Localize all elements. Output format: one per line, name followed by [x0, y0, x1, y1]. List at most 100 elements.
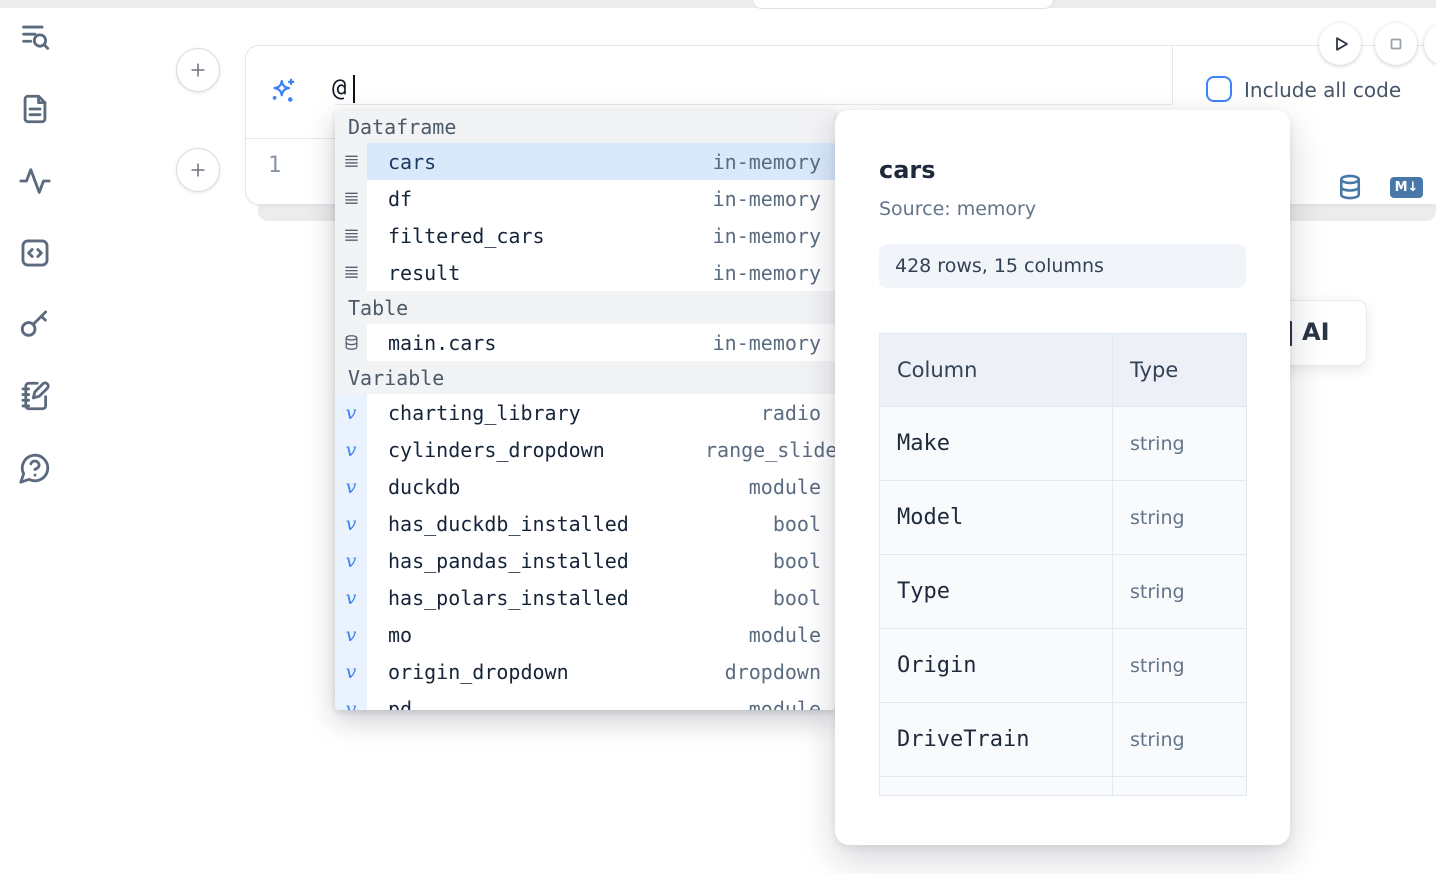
item-type: in-memory: [712, 149, 821, 174]
activity-icon: [19, 168, 51, 194]
variable-icon: v: [335, 616, 367, 653]
column-name: Origin: [880, 629, 1113, 702]
sidebar-item-files[interactable]: [18, 92, 54, 128]
variable-icon: v: [335, 542, 367, 579]
rows-icon: [335, 143, 367, 180]
rows-icon: [335, 254, 367, 291]
sidebar-item-scratchpad[interactable]: [18, 379, 54, 415]
column-type: string: [1130, 728, 1185, 751]
prompt-options-divider: [1172, 46, 1173, 104]
schema-row-drivetrain: DriveTrain string: [880, 703, 1246, 777]
ai-prompt-input[interactable]: @: [332, 74, 347, 102]
item-label: has_duckdb_installed: [388, 511, 629, 536]
autocomplete-item-result[interactable]: result in-memory: [335, 254, 835, 291]
item-label: df: [388, 186, 413, 211]
column-type: string: [1130, 654, 1185, 677]
plus-icon: [191, 63, 205, 77]
schema-table: Column Type Make string Model string Typ…: [879, 333, 1247, 796]
schema-row-model: Model string: [880, 481, 1246, 555]
variable-icon: v: [335, 653, 367, 690]
item-type: in-memory: [712, 223, 821, 248]
item-type: in-memory: [712, 330, 821, 355]
column-type: string: [1130, 580, 1185, 603]
section-header-variable: Variable: [335, 361, 835, 394]
stop-cell-button[interactable]: [1375, 23, 1417, 65]
code-block-icon: [21, 239, 49, 267]
column-name: DriveTrain: [880, 703, 1113, 776]
item-label: charting_library: [388, 400, 581, 425]
add-cell-button-top[interactable]: [176, 48, 220, 92]
variable-icon: v: [335, 505, 367, 542]
sidebar-item-toc-search[interactable]: [18, 20, 54, 56]
database-icon: [335, 324, 367, 361]
item-label: mo: [388, 622, 413, 647]
autocomplete-item-main-cars[interactable]: main.cars in-memory: [335, 324, 835, 361]
plus-icon: [191, 163, 205, 177]
item-type: module: [748, 696, 821, 711]
item-label: duckdb: [388, 474, 461, 499]
schema-row-make: Make string: [880, 407, 1246, 481]
item-label: main.cars: [388, 330, 497, 355]
notebook-pen-icon: [21, 381, 50, 411]
item-label: filtered_cars: [388, 223, 545, 248]
item-label: origin_dropdown: [388, 659, 569, 684]
clipped-letter-fragment: [1289, 321, 1292, 346]
list-search-icon: [22, 25, 50, 50]
markdown-icon[interactable]: M↓: [1390, 177, 1423, 198]
item-type: module: [748, 474, 821, 499]
sidebar-item-snippets[interactable]: [18, 236, 54, 272]
previous-cell-edge-strip: [0, 0, 1436, 8]
item-label: has_polars_installed: [388, 585, 629, 610]
schema-row-origin: Origin string: [880, 629, 1246, 703]
ai-sparkle-icon: [268, 76, 298, 106]
include-all-code-checkbox[interactable]: [1206, 76, 1232, 102]
rows-icon: [335, 217, 367, 254]
more-actions-button[interactable]: [1424, 23, 1436, 65]
stop-icon: [1390, 38, 1402, 50]
previous-cell-tab: [752, 0, 1054, 9]
rows-icon: [335, 180, 367, 217]
item-type: in-memory: [712, 260, 821, 285]
key-icon: [20, 310, 48, 337]
type-header: Type: [1130, 358, 1179, 382]
column-header: Column: [880, 334, 1113, 406]
variable-icon: v: [335, 579, 367, 616]
column-type: string: [1130, 432, 1185, 455]
item-label: cylinders_dropdown: [388, 437, 605, 462]
autocomplete-item-duckdb[interactable]: v duckdb module: [335, 468, 835, 505]
sidebar-item-tracing[interactable]: [18, 164, 54, 200]
help-chat-icon: [19, 453, 50, 484]
column-name: Type: [880, 555, 1113, 628]
autocomplete-item-filtered-cars[interactable]: filtered_cars in-memory: [335, 217, 835, 254]
dataset-shape-badge: 428 rows, 15 columns: [879, 244, 1246, 288]
variable-icon: v: [335, 468, 367, 505]
add-cell-button-bottom[interactable]: [176, 148, 220, 192]
prompt-bottom-divider: [335, 104, 1172, 105]
sidebar-item-secrets[interactable]: [18, 307, 54, 343]
autocomplete-item-cars[interactable]: cars in-memory: [335, 143, 835, 180]
include-all-code-label: Include all code: [1244, 78, 1402, 102]
line-number: 1: [268, 153, 282, 178]
section-header-table: Table: [335, 291, 835, 324]
dataset-preview-panel: cars Source: memory 428 rows, 15 columns…: [835, 110, 1290, 845]
item-label: cars: [388, 149, 437, 174]
item-label: result: [388, 260, 461, 285]
schema-table-header: Column Type: [880, 334, 1246, 407]
dataset-source: Source: memory: [879, 198, 1037, 220]
run-cell-button[interactable]: [1319, 23, 1361, 65]
item-type: radio: [760, 400, 821, 425]
item-type: range_slider: [705, 437, 835, 462]
sidebar-item-help[interactable]: [18, 451, 54, 487]
database-icon[interactable]: [1336, 173, 1364, 201]
